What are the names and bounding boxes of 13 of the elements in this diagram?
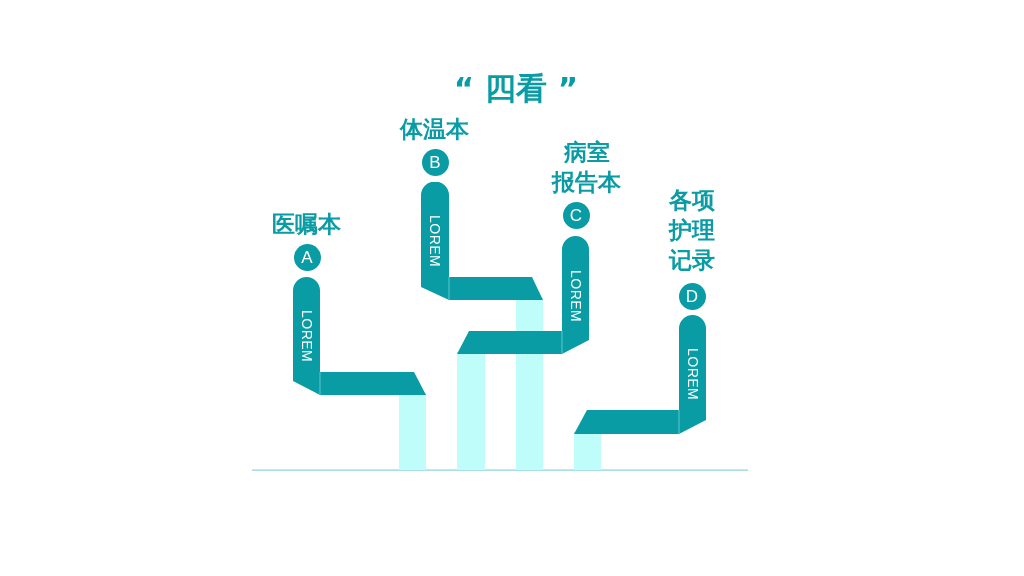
- letter-marker: B: [421, 148, 449, 176]
- ribbon-label: LOREM: [568, 270, 583, 323]
- ribbon-label: LOREM: [299, 310, 314, 363]
- diagram-title: “ 四看 ”: [453, 69, 579, 108]
- item-heading: 病室报告本: [552, 138, 622, 197]
- item-heading: 体温本: [398, 115, 471, 144]
- ribbon-label: LOREM: [428, 215, 442, 268]
- item-heading: 各项护理记录: [667, 186, 716, 275]
- ribbon-label: LOREM: [685, 348, 700, 401]
- letter-marker: D: [678, 282, 706, 310]
- letter-marker: A: [293, 243, 321, 271]
- item-heading: 医嘱本: [271, 210, 343, 239]
- letter-marker: C: [562, 201, 590, 229]
